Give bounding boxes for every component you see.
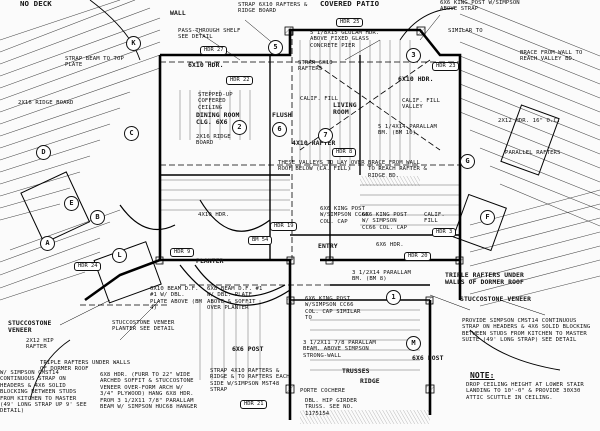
label-dining: DINING ROOM CLG. 6x6: [196, 111, 240, 127]
arc-features: [29, 0, 561, 401]
grid-tag-1: 1: [386, 290, 401, 305]
grid-tag-e: E: [64, 196, 79, 211]
grid-tag-g: G: [460, 154, 475, 169]
grid-tag-5: 5: [268, 40, 283, 55]
label-kingpost-col: 6x6 KING POST W/SIMPSON CC66 COL. CAP: [320, 206, 369, 225]
label-pass-through: PASS-THROUGH SHELF SEE DETAIL: [178, 28, 241, 41]
hdr-ref-9: HDR 9: [170, 248, 195, 257]
hdr-ref-20: HDR 20: [404, 252, 432, 261]
hdr-ref-22: HDR 22: [226, 76, 254, 85]
leader-lines: [59, 14, 546, 341]
label-simpson-strap: 6x6 KING POST W/SIMPSON ABOVE STRAP: [440, 0, 520, 13]
label-post-6x6-b: 6x6 POST: [412, 354, 444, 362]
hdr-ref-25: HDR 25: [336, 18, 364, 27]
grid-tag-m: M: [406, 336, 421, 351]
arched-soffit: [119, 199, 291, 306]
grid-tag-b: B: [90, 210, 105, 225]
label-entry: ENTRY: [318, 242, 338, 250]
grid-tag-k: K: [126, 36, 141, 51]
label-stepped-up: STEPPED-UP COFFERED CEILING: [198, 92, 233, 111]
label-calif-valley: CALIF. FILL VALLEY: [402, 98, 441, 111]
label-no-deck: NO DECK: [20, 0, 52, 8]
bm-ref-54: BM 54: [248, 236, 273, 245]
label-hdr-6x10: 6x10 HDR.: [188, 61, 224, 69]
label-strap-rafters: STRAP 6x10 RAFTERS: [298, 60, 333, 73]
hdr-ref-3: HDR 3: [432, 228, 457, 237]
grid-tag-d: D: [36, 145, 51, 160]
grid-tag-6: 6: [272, 122, 287, 137]
center-rafter-field: [160, 40, 460, 380]
label-stuccostone-2: STUCCOSTONE VENEER PLANTER SEE DETAIL: [112, 320, 175, 333]
label-rafter-2x12: 2x12 HDR. 16" O.C.: [498, 118, 561, 124]
label-beam-6x8: 6x8 BEAM D.F. #1 W/ DBL. PLATE ABOVE & S…: [207, 286, 263, 312]
hdr-ref-8: HDR 8: [332, 148, 357, 157]
label-triple-rafters-1: TRIPLE RAFTERS UNDER WALLS OF DORMER ROO…: [40, 360, 131, 373]
grid-tag-7: 7: [318, 128, 333, 143]
label-hdr-6x8: 6x8 HDR. (FURR TO 22" WIDE ARCHED SOFFIT…: [100, 372, 198, 411]
label-parallam-bm-2: 3 1/2x14 PARALLAM BM. (BM 8): [352, 270, 411, 283]
label-rafter-4x10: 4x10 RAFTER: [292, 139, 336, 147]
label-dbl-hip: DBL. HIP GIRDER TRUSS. SEE NO. 1175154: [305, 398, 358, 417]
label-flush: FLUSH: [272, 111, 292, 119]
grid-tag-3: 3: [406, 48, 421, 63]
label-parallam-beam: 3 1/2x11 7/8 PARALLAM BEAM. ABOVE SIMPSO…: [303, 340, 376, 359]
label-trusses: TRUSSES: [342, 367, 370, 375]
label-porte: PORTE COCHERE: [300, 388, 346, 394]
label-ridge-board-2: 2x16 RIDGE BOARD: [196, 134, 231, 147]
label-planter: PLANTER: [196, 257, 224, 265]
hdr-ref-21: HDR 21: [240, 400, 268, 409]
label-provide-simpson: PROVIDE SIMPSON CMST14 CONTINUOUS STRAP …: [462, 318, 591, 344]
label-post-6x6: 6x6 POST: [232, 345, 264, 353]
right-rafter-field: [459, 0, 600, 307]
label-strap-4x10: STRAP 4x10 RAFTERS & RIDGE & TO RAFTERS …: [210, 368, 290, 394]
note-body: DROP CEILING HEIGHT AT LOWER STAIR LANDI…: [466, 382, 584, 401]
label-triple-rafters-2: TRIPLE RAFTERS UNDER WALLS OF DORMER ROO…: [445, 271, 524, 287]
grid-tag-l: L: [112, 248, 127, 263]
grid-tag-f: F: [480, 210, 495, 225]
label-calif-fill: CALIF. FILL: [300, 96, 339, 102]
label-valleys-note: THESE VALLEYS TO LAY OVER ROOF BELOW (CA…: [278, 160, 365, 173]
label-stuccostone-1: STUCCOSTONE VENEER: [8, 319, 52, 335]
label-stuccostone-3: STUCCOSTONE VENEER: [460, 295, 532, 303]
label-hdr-6x6: 6x6 HDR.: [376, 242, 404, 248]
label-kingpost-cap-2: 6x6 KING POST W/SIMPSON CC66 COL. CAP SI…: [305, 296, 361, 322]
label-strap-top-plate: STRAP BEAM TO TOP PLATE: [65, 56, 124, 69]
grid-tag-2: 2: [232, 120, 247, 135]
label-hdr-6x10b: 6x10 HDR.: [398, 75, 434, 83]
label-living: LIVING ROOM: [333, 101, 357, 117]
hdr-ref-23: HDR 23: [432, 62, 460, 71]
grid-tag-c: C: [124, 126, 139, 141]
label-ridge: RIDGE: [360, 377, 380, 385]
label-beam-6x10: 6x10 BEAM D.F. #1 W/ DBL. PLATE ABOVE (B…: [150, 286, 203, 312]
dense-hatch-areas: [300, 176, 430, 424]
label-ridge-board: 2x16 RIDGE BOARD: [18, 100, 74, 106]
grid-tag-a: A: [40, 236, 55, 251]
label-hip-rafter: 2x12 HIP RAFTER: [26, 338, 54, 351]
note-heading: NOTE:: [470, 371, 495, 380]
hdr-ref-19: HDR 19: [270, 222, 298, 231]
hdr-ref-27: HDR 27: [200, 46, 228, 55]
posts: [155, 26, 464, 394]
label-parallel-rafters: PARALLEL RAFTERS: [505, 150, 561, 156]
label-covered-patio: COVERED PATIO: [320, 0, 380, 8]
label-strap-ridge: STRAP 6x10 RAFTERS & RIDGE BOARD: [238, 2, 308, 15]
dormer-right: [452, 104, 560, 252]
label-simpson-cmst: W/ SIMPSON CMST14 CONTINUOUS STRAP ON HE…: [0, 370, 87, 415]
label-calif-fill-2: CALIF. FILL: [424, 212, 445, 225]
label-glulam: 5 1/8x15 GLULAM HDR. ABOVE FIXED GLASS C…: [310, 30, 380, 49]
label-parallam-bm: 5 1/4x14 PARALLAM BM. (BM 10): [378, 124, 437, 137]
hdr-ref-24: HDR 24: [74, 262, 102, 271]
label-brace-valley: BRACE FROM WALL TO REACH VALLEY BD.: [520, 50, 583, 63]
label-kingpost-cap: 6x6 KING POST W/ SIMPSON CC66 COL. CAP: [362, 212, 408, 231]
label-hdr-4x10: 4x10 HDR.: [198, 212, 230, 218]
label-simpson-similar: SIMILAR TO: [448, 28, 483, 34]
label-wall: WALL: [170, 9, 186, 17]
label-brace: BRACE FROM WALL TO REACH RAFTER & RIDGE …: [368, 160, 427, 179]
